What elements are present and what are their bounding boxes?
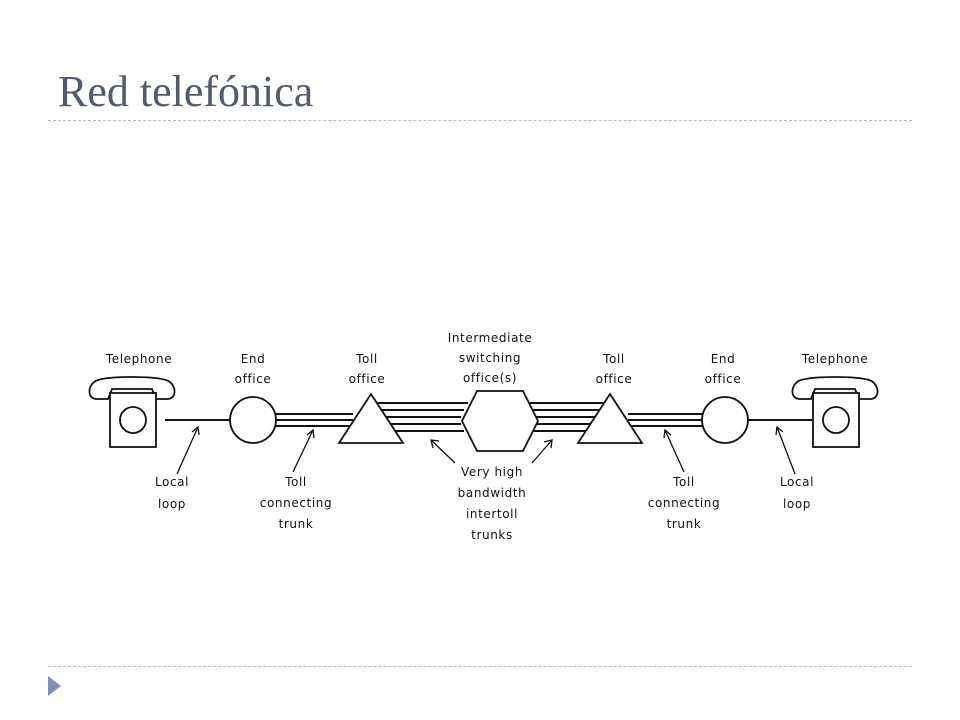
svg-text:Intermediate: Intermediate: [448, 331, 533, 345]
arrow-toll-trunk-left: [292, 428, 315, 473]
toll-trunk-right-lines: [628, 413, 703, 427]
svg-text:intertoll: intertoll: [466, 507, 518, 521]
label-local-loop-right: Local loop: [780, 475, 814, 511]
pointer-arrows: [176, 425, 796, 475]
end-office-left-node: [229, 396, 277, 444]
end-office-right-node: [701, 396, 749, 444]
toll-office-left-node: [337, 392, 405, 444]
label-telephone-right: Telephone: [801, 352, 868, 366]
triangle-bullet-icon: [48, 676, 61, 696]
arrow-toll-trunk-right: [663, 428, 685, 473]
svg-text:Toll: Toll: [602, 352, 625, 366]
svg-text:trunk: trunk: [279, 517, 314, 531]
arrow-local-loop-right: [775, 425, 796, 475]
label-intermediate-office: Intermediate switching office(s): [448, 331, 533, 385]
svg-text:office: office: [596, 372, 633, 386]
svg-text:office: office: [349, 372, 386, 386]
svg-text:trunk: trunk: [667, 517, 702, 531]
toll-office-right-node: [576, 392, 644, 444]
svg-text:Local: Local: [155, 475, 189, 489]
label-toll-trunk-right: Toll connecting trunk: [648, 475, 720, 531]
page-title: Red telefónica: [58, 67, 314, 116]
svg-text:trunks: trunks: [471, 528, 513, 542]
svg-text:End: End: [711, 352, 736, 366]
label-toll-trunk-left: Toll connecting trunk: [260, 475, 332, 531]
svg-text:connecting: connecting: [648, 496, 720, 510]
telephone-icon: [791, 376, 879, 448]
label-toll-office-right: Toll office: [596, 352, 633, 386]
label-toll-office-left: Toll office: [349, 352, 386, 386]
svg-text:Toll: Toll: [284, 475, 307, 489]
svg-text:loop: loop: [158, 497, 186, 511]
svg-text:office: office: [705, 372, 742, 386]
footer-divider: [48, 666, 912, 667]
label-local-loop-left: Local loop: [155, 475, 189, 511]
toll-trunk-left-lines: [276, 413, 353, 427]
svg-text:loop: loop: [783, 497, 811, 511]
arrow-local-loop-left: [176, 425, 200, 475]
svg-text:office: office: [235, 372, 272, 386]
svg-text:office(s): office(s): [463, 371, 517, 385]
title-divider: [48, 120, 912, 121]
svg-text:bandwidth: bandwidth: [458, 486, 527, 500]
svg-text:switching: switching: [459, 351, 521, 365]
svg-text:End: End: [241, 352, 266, 366]
telephone-icon: [88, 376, 176, 448]
label-end-office-left: End office: [235, 352, 272, 386]
svg-text:Local: Local: [780, 475, 814, 489]
svg-text:Very high: Very high: [461, 465, 523, 479]
arrow-intertoll-left: [430, 439, 456, 464]
svg-text:Toll: Toll: [672, 475, 695, 489]
label-telephone-left: Telephone: [105, 352, 172, 366]
svg-text:Toll: Toll: [355, 352, 378, 366]
label-intertoll-trunks: Very high bandwidth intertoll trunks: [458, 465, 527, 542]
label-end-office-right: End office: [705, 352, 742, 386]
svg-text:connecting: connecting: [260, 496, 332, 510]
intermediate-office-node: [460, 390, 540, 452]
arrow-intertoll-right: [531, 439, 553, 464]
